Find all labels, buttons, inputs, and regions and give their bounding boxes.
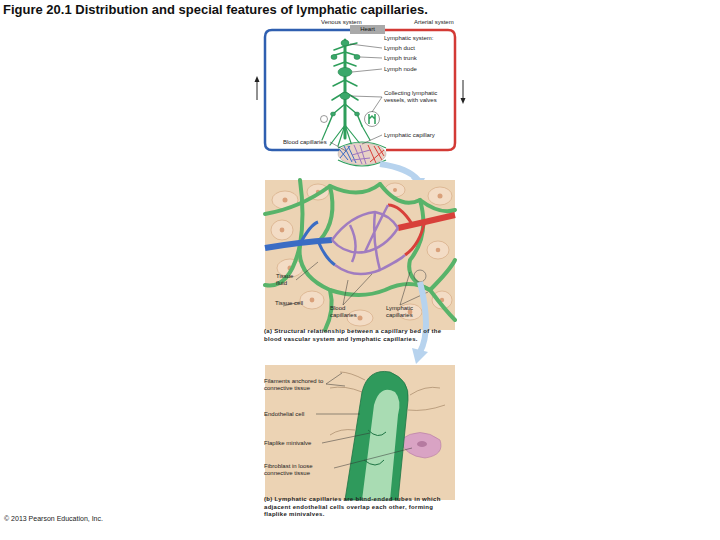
part-label: Lymph node — [384, 66, 454, 73]
detail-circle — [321, 116, 328, 123]
lymph-nodes — [331, 40, 361, 116]
part-label: Venous system — [321, 19, 371, 26]
figure-title: Figure 20.1 Distribution and special fea… — [3, 2, 428, 17]
part-label: Endothelial cell — [264, 411, 324, 418]
part-label: Lymphatic capillaries — [386, 305, 422, 319]
venous-loop — [265, 30, 350, 150]
detail-circle — [365, 112, 380, 127]
part-label: Blood capillaries — [283, 139, 333, 146]
part-label: Lymph duct — [384, 45, 454, 52]
part-label: Lymph trunk — [384, 55, 454, 62]
panel-caption: (a) Structural relationship between a ca… — [264, 328, 452, 343]
part-label: Filaments anchored to connective tissue — [264, 378, 326, 392]
part-label: Lymphatic system: — [384, 35, 464, 42]
part-label: Arterial system — [414, 19, 464, 26]
valve-detail — [369, 114, 375, 124]
part-label: Flaplike minivalve — [264, 440, 324, 447]
leader-lines — [283, 262, 428, 306]
part-label: Tissue fluid — [276, 273, 300, 287]
node-label: Heart — [360, 26, 375, 33]
part-label: Tissue cell — [275, 300, 315, 307]
heart-box: Heart — [350, 25, 385, 34]
part-label: Collecting lymphatic vessels, with valve… — [384, 90, 458, 104]
panel-caption: (b) Lymphatic capillaries are blind-ende… — [264, 496, 452, 519]
zoom-arrow — [412, 282, 428, 364]
part-label: Blood capillaries — [330, 305, 360, 319]
leader-lines — [316, 373, 412, 468]
lymphatic-capillary-detail — [265, 365, 455, 500]
part-label: Fibroblast in loose connective tissue — [264, 463, 334, 477]
flow-arrows — [255, 76, 466, 104]
capillary-bed — [338, 142, 386, 166]
copyright-note: © 2013 Pearson Education, Inc. — [4, 515, 164, 523]
lymphatic-tree — [322, 40, 370, 146]
part-label: Lymphatic capillary — [384, 132, 459, 139]
leader-lines — [330, 44, 382, 151]
